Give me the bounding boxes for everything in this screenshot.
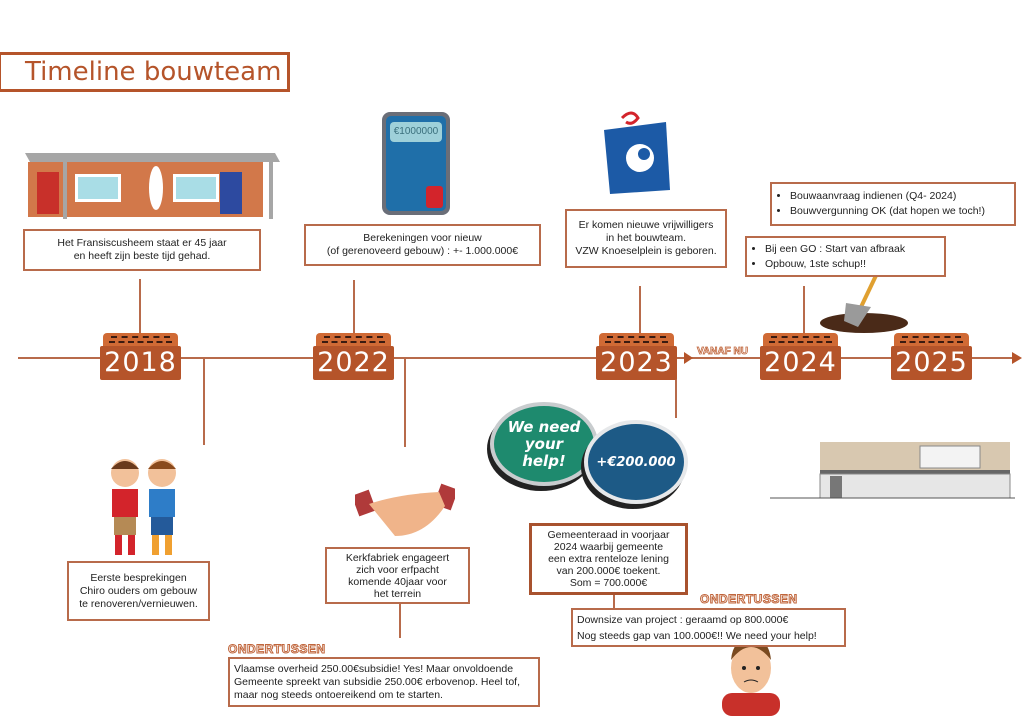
children-illustration — [111, 459, 176, 555]
meanwhile-label-2: ONDERTUSSEN — [700, 592, 798, 606]
connector — [353, 280, 355, 335]
event-2024-top-a: Bouwaanvraag indienen (Q4- 2024)Bouwverg… — [770, 182, 1016, 226]
year-brick-2024: 2024 — [760, 333, 841, 380]
year-brick-2018: 2018 — [100, 333, 181, 380]
event-2022-top: Berekeningen voor nieuw(of gerenoveerd g… — [304, 224, 541, 266]
vanaf-nu-label: VANAF NU — [697, 346, 749, 358]
year-brick-2025: 2025 — [891, 333, 972, 380]
amount-bubble: +€200.000 — [584, 420, 688, 504]
vzw-logo — [604, 111, 670, 194]
new-building-illustration — [770, 442, 1015, 499]
meanwhile-box-2: Downsize van project : geraamd op 800.00… — [571, 608, 846, 647]
title-box: Timeline bouwteam — [0, 52, 290, 92]
connector — [139, 279, 141, 335]
connector — [404, 358, 406, 447]
meanwhile-box-1: Vlaamse overheid 250.00€subsidie! Yes! M… — [228, 657, 540, 707]
event-2024-top-b: Bij een GO : Start van afbraakOpbouw, 1s… — [745, 236, 946, 277]
connector — [613, 595, 615, 608]
worried-man-illustration — [722, 638, 780, 716]
year-brick-2022: 2022 — [313, 333, 394, 380]
timeline-axis — [18, 357, 1016, 359]
arrow-head-icon — [684, 352, 693, 364]
handshake-illustration — [355, 483, 455, 536]
connector — [803, 286, 805, 335]
meanwhile-label-1: ONDERTUSSEN — [228, 642, 326, 656]
calculator-display: €1000000 — [390, 122, 442, 142]
page-title: Timeline bouwteam — [25, 57, 282, 87]
connector — [675, 358, 677, 418]
connector — [399, 604, 401, 638]
old-building-illustration — [25, 153, 280, 219]
year-brick-2023: 2023 — [596, 333, 677, 380]
help-bubble: We need your help! — [490, 402, 598, 486]
connector — [639, 286, 641, 335]
arrow-head-icon — [1012, 352, 1022, 364]
connector — [203, 358, 205, 445]
calculator-illustration: €1000000 — [382, 112, 450, 215]
